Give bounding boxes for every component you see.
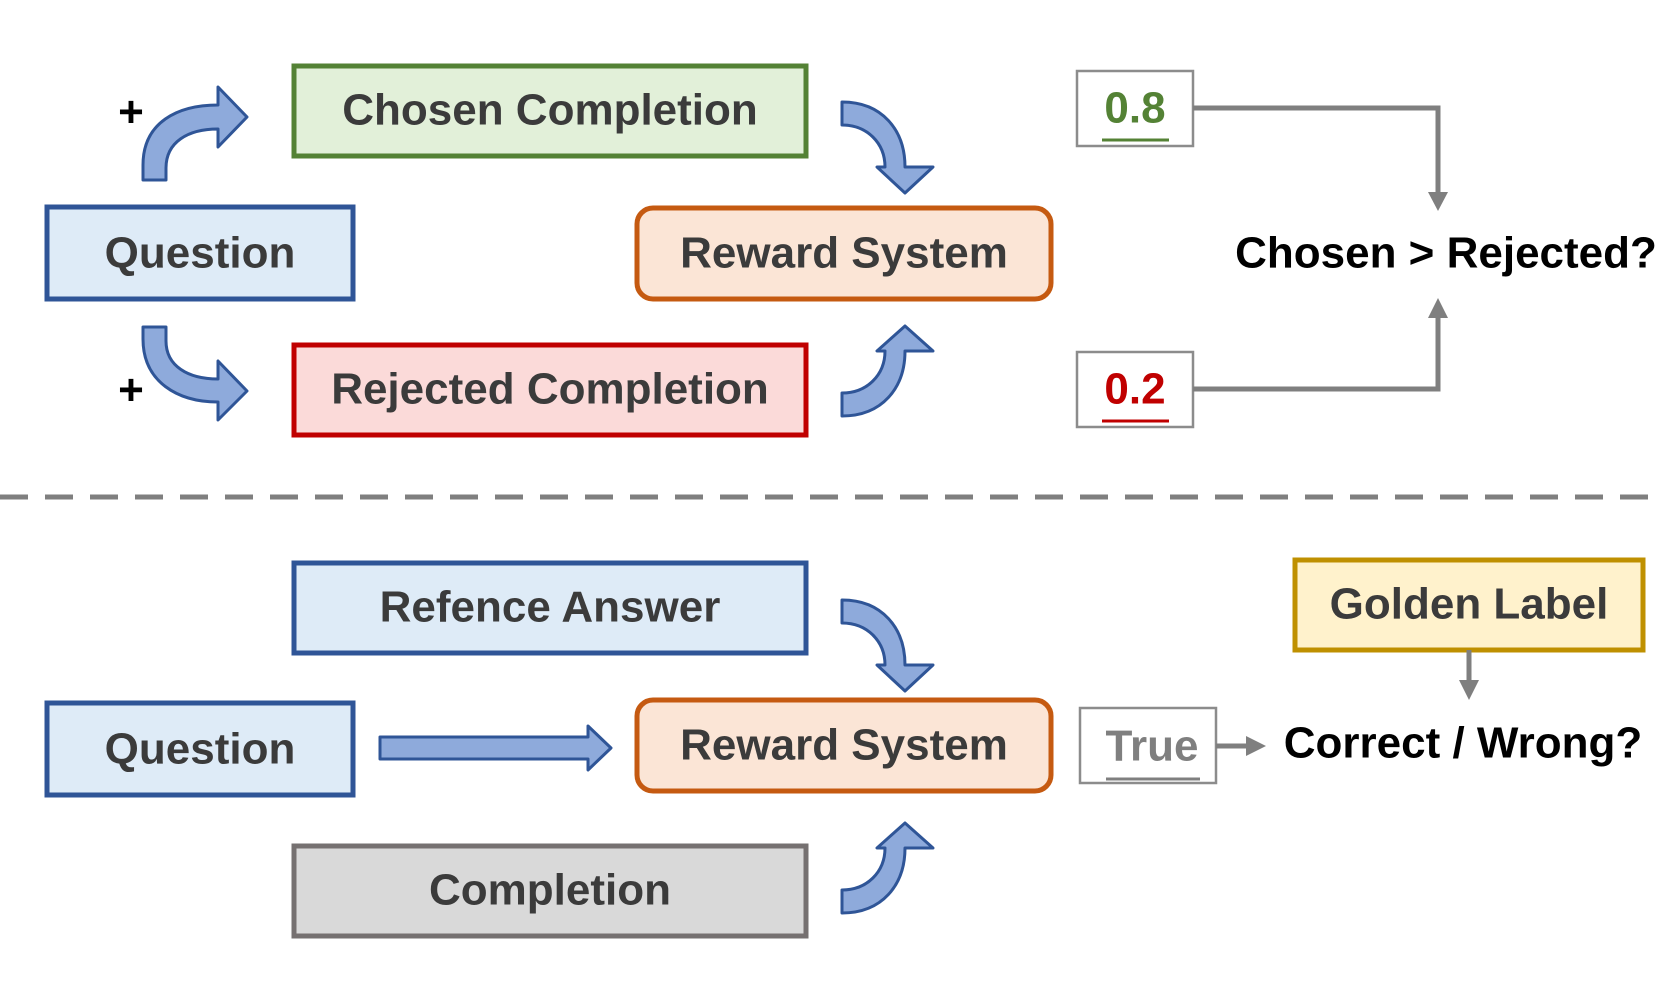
outcome-text: Correct / Wrong?: [1284, 719, 1643, 768]
connector-arrowhead-up-icon: [1428, 298, 1448, 318]
chosen-completion-box: Chosen Completion: [291, 63, 809, 159]
question-label-bottom: Question: [105, 725, 296, 774]
question-rect: [44, 204, 356, 302]
connector-chosen: [1193, 105, 1441, 195]
question-label: Question: [105, 229, 296, 278]
reward-system-box-top: Reward System: [634, 205, 1054, 302]
rejected-completion-box: Rejected Completion: [291, 342, 809, 438]
connector-arrowhead-down-icon: [1428, 192, 1448, 211]
completion-rect: [291, 843, 809, 939]
rejected-score-box: 0.2: [1075, 350, 1195, 429]
bottom-panel: Refence Answer Question Completion Rewar…: [44, 557, 1646, 939]
reward-rect: [634, 205, 1054, 302]
reference-label: Refence Answer: [380, 583, 721, 632]
curved-arrow-up-icon: [141, 85, 249, 182]
chosen-score-value: 0.8: [1104, 84, 1165, 133]
comparison-text: Chosen > Rejected?: [1235, 229, 1657, 278]
completion-box: Completion: [291, 843, 809, 939]
curved-arrow-into-reward-icon: [840, 100, 935, 195]
chosen-score-box: 0.8: [1075, 69, 1195, 148]
curved-arrow-reference-icon: [840, 598, 935, 693]
curved-arrow-completion-icon: [840, 821, 935, 915]
reference-answer-box: Refence Answer: [291, 560, 809, 656]
curved-arrow-down-icon: [141, 325, 249, 422]
question-box-top: Question: [44, 204, 356, 302]
golden-label: Golden Label: [1330, 580, 1609, 629]
reward-label: Reward System: [680, 229, 1008, 278]
rejected-score-value: 0.2: [1104, 365, 1165, 414]
completion-label: Completion: [429, 866, 671, 915]
rejected-rect: [291, 342, 809, 438]
verdict-box: True: [1078, 706, 1218, 785]
question-box-bottom: Question: [44, 700, 356, 798]
verdict-value: True: [1106, 722, 1199, 771]
chosen-score-rect: [1075, 69, 1195, 148]
reward-system-box-bottom: Reward System: [634, 697, 1054, 794]
chosen-rect: [291, 63, 809, 159]
plus-sign-bottom: +: [118, 366, 144, 415]
reward-rect-bottom: [634, 697, 1054, 794]
verdict-arrowhead-right-icon: [1246, 736, 1266, 756]
reward-label-bottom: Reward System: [680, 721, 1008, 770]
connector-rejected: [1193, 316, 1441, 392]
golden-label-box: Golden Label: [1292, 557, 1646, 653]
top-panel: Question + + Chosen Completion Rejected …: [44, 63, 1657, 438]
reference-rect: [291, 560, 809, 656]
chosen-label: Chosen Completion: [342, 86, 758, 135]
plus-sign-top: +: [118, 88, 144, 137]
curved-arrow-into-reward-up-icon: [840, 324, 935, 418]
straight-arrow-right-icon: [378, 724, 613, 772]
rejected-label: Rejected Completion: [331, 365, 769, 414]
golden-arrowhead-down-icon: [1459, 680, 1479, 700]
question-rect-bottom: [44, 700, 356, 798]
